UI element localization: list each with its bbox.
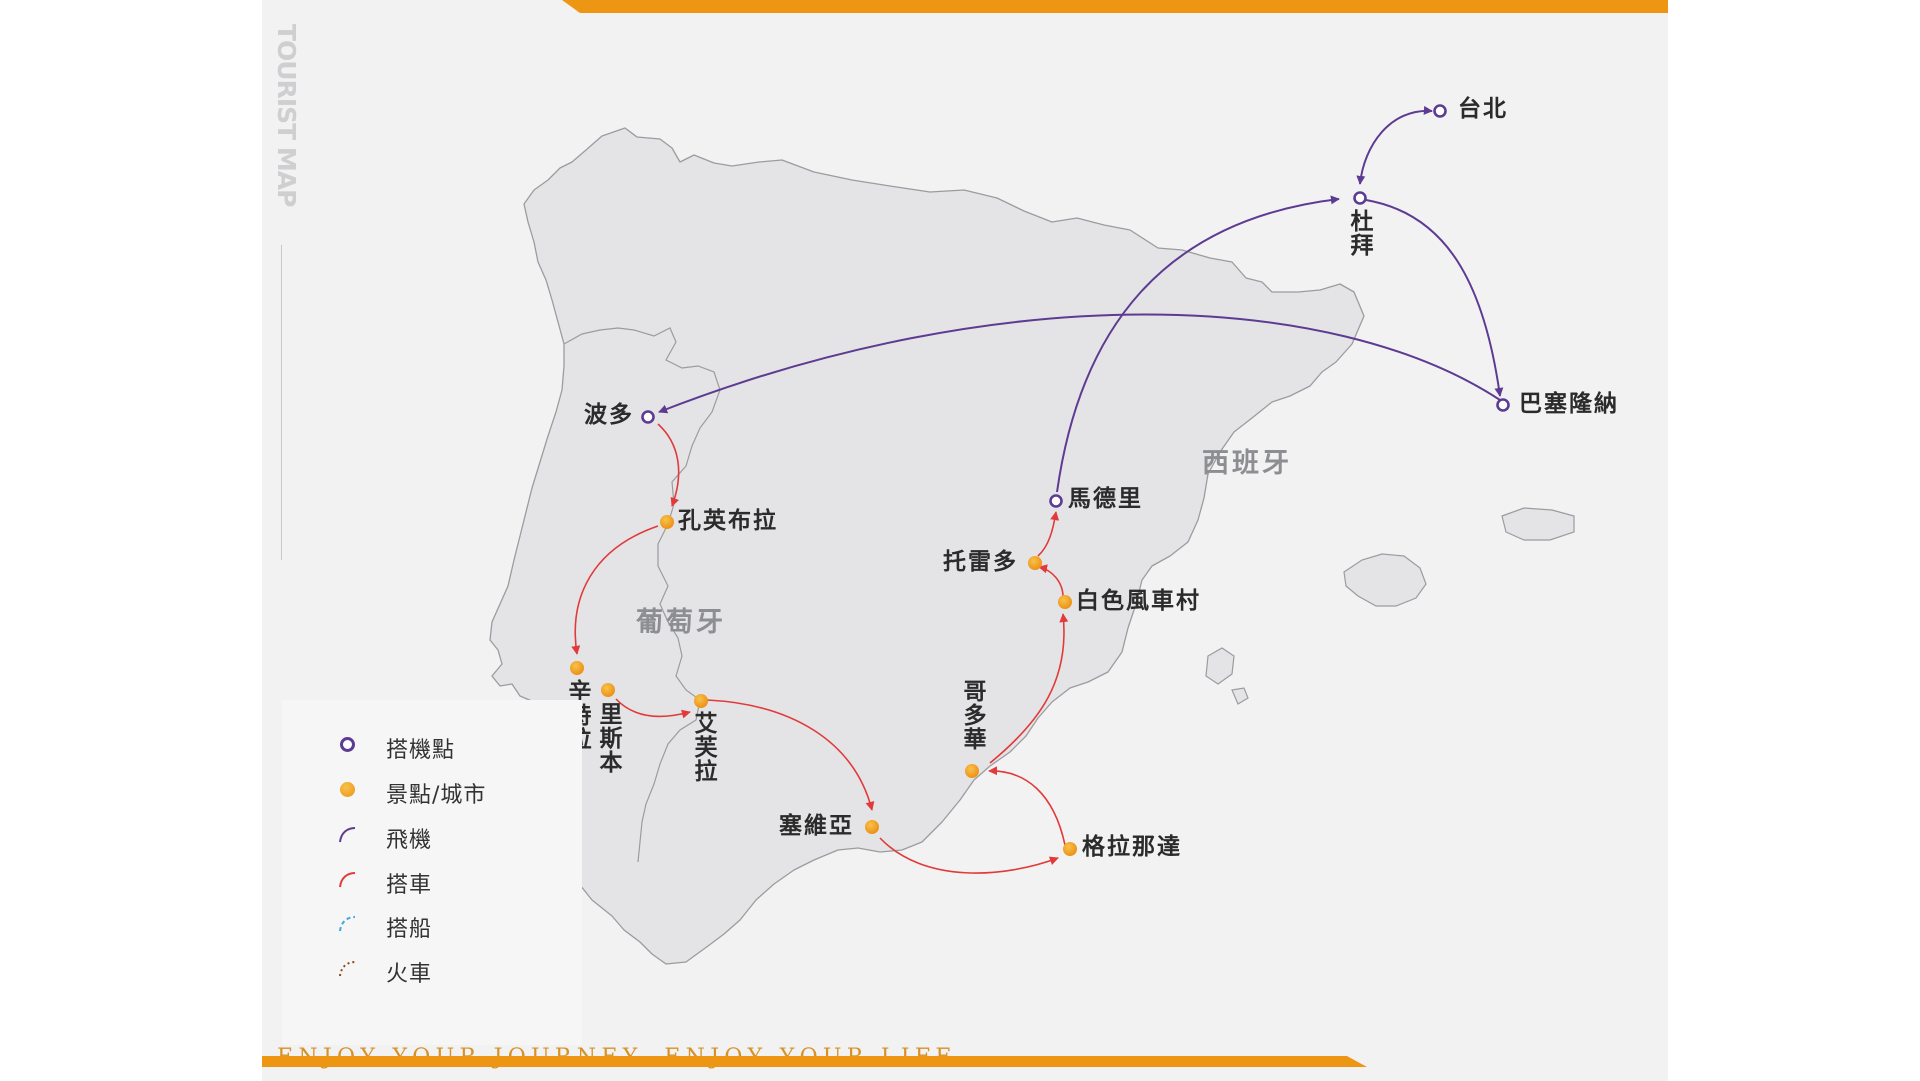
iberia-landmass <box>489 127 1365 965</box>
legend-label: 搭機點 <box>386 738 456 763</box>
flight-route-dubai-barcelona <box>1365 199 1504 397</box>
map-canvas: TOURIST MAP <box>262 0 1668 1081</box>
menorca-island <box>1501 507 1575 541</box>
airport-marker-porto[interactable] <box>641 410 655 424</box>
tourist-map-title: TOURIST MAP <box>272 24 301 207</box>
city-label-granada: 格拉那達 <box>1082 834 1182 860</box>
city-marker-granada[interactable] <box>1063 842 1077 856</box>
city-marker-sintra[interactable] <box>570 661 584 675</box>
legend-label: 火車 <box>386 962 433 987</box>
car-route-porto-coimbra <box>657 423 680 507</box>
airport-label-porto: 波多 <box>584 402 634 428</box>
legend-item-train: 火車 <box>282 953 582 987</box>
airport-label-dubai: 杜拜 <box>1346 209 1372 257</box>
city-label-evora: 艾芙拉 <box>690 711 716 783</box>
legend-item-flight: 飛機 <box>282 819 582 853</box>
legend-item-city: 景點/城市 <box>282 774 582 808</box>
country-label-portugal: 葡萄牙 <box>636 607 726 638</box>
car-route-lisbon-evora <box>615 698 691 719</box>
legend-item-car: 搭車 <box>282 864 582 898</box>
formentera-island <box>1231 687 1249 705</box>
car-route-toledo-madrid <box>1037 511 1060 557</box>
car-route-cordoba-windmill <box>989 613 1069 764</box>
map-legend: 搭機點 景點/城市 飛機 搭車 搭船 火車 <box>282 700 582 1045</box>
legend-label: 搭車 <box>386 873 433 898</box>
airport-label-madrid: 馬德里 <box>1068 486 1143 512</box>
city-label-toledo: 托雷多 <box>943 549 1018 575</box>
city-marker-seville[interactable] <box>865 820 879 834</box>
airport-ring-icon <box>337 734 357 754</box>
city-marker-lisbon[interactable] <box>601 683 615 697</box>
mallorca-island <box>1343 553 1427 607</box>
city-marker-cordoba[interactable] <box>965 764 979 778</box>
car-arc-icon <box>337 869 357 889</box>
city-marker-windmill[interactable] <box>1058 595 1072 609</box>
car-route-windmill-toledo <box>1038 564 1064 598</box>
country-label-spain: 西班牙 <box>1202 448 1292 479</box>
city-marker-evora[interactable] <box>694 694 708 708</box>
city-marker-toledo[interactable] <box>1028 556 1042 570</box>
city-label-coimbra: 孔英布拉 <box>678 508 778 534</box>
iberia-map <box>489 104 1575 965</box>
airport-marker-dubai[interactable] <box>1353 191 1367 205</box>
train-arc-icon <box>337 958 357 978</box>
car-route-evora-seville <box>706 699 875 811</box>
flight-arc-icon <box>337 824 357 844</box>
flight-route-madrid-dubai <box>1056 195 1340 493</box>
city-label-seville: 塞維亞 <box>779 813 854 839</box>
car-route-granada-cordoba <box>988 766 1066 846</box>
city-label-windmill: 白色風車村 <box>1076 588 1201 614</box>
city-marker-coimbra[interactable] <box>660 515 674 529</box>
city-label-cordoba: 哥多華 <box>959 679 985 751</box>
airport-marker-taipei[interactable] <box>1433 104 1447 118</box>
airport-label-barcelona: 巴塞隆納 <box>1519 391 1619 417</box>
flight-route-barcelona-porto <box>658 313 1501 414</box>
airport-marker-madrid[interactable] <box>1049 494 1063 508</box>
city-label-lisbon: 里斯本 <box>595 702 621 774</box>
airport-label-taipei: 台北 <box>1458 96 1508 122</box>
flight-route-taipei-dubai <box>1356 105 1433 185</box>
city-dot-icon <box>337 779 357 799</box>
ship-arc-icon <box>337 913 357 933</box>
car-route-coimbra-sintra <box>571 525 659 655</box>
legend-label: 搭船 <box>386 917 433 942</box>
top-accent-bar <box>562 0 1668 13</box>
legend-label: 景點/城市 <box>386 783 487 808</box>
bottom-accent-bar <box>262 1056 1367 1067</box>
legend-label: 飛機 <box>386 828 433 853</box>
car-route-seville-granada <box>879 837 1059 874</box>
legend-item-airport: 搭機點 <box>282 729 582 763</box>
airport-marker-barcelona[interactable] <box>1496 398 1510 412</box>
legend-item-ship: 搭船 <box>282 908 582 942</box>
side-divider-line <box>281 245 282 560</box>
ibiza-island <box>1205 647 1235 685</box>
